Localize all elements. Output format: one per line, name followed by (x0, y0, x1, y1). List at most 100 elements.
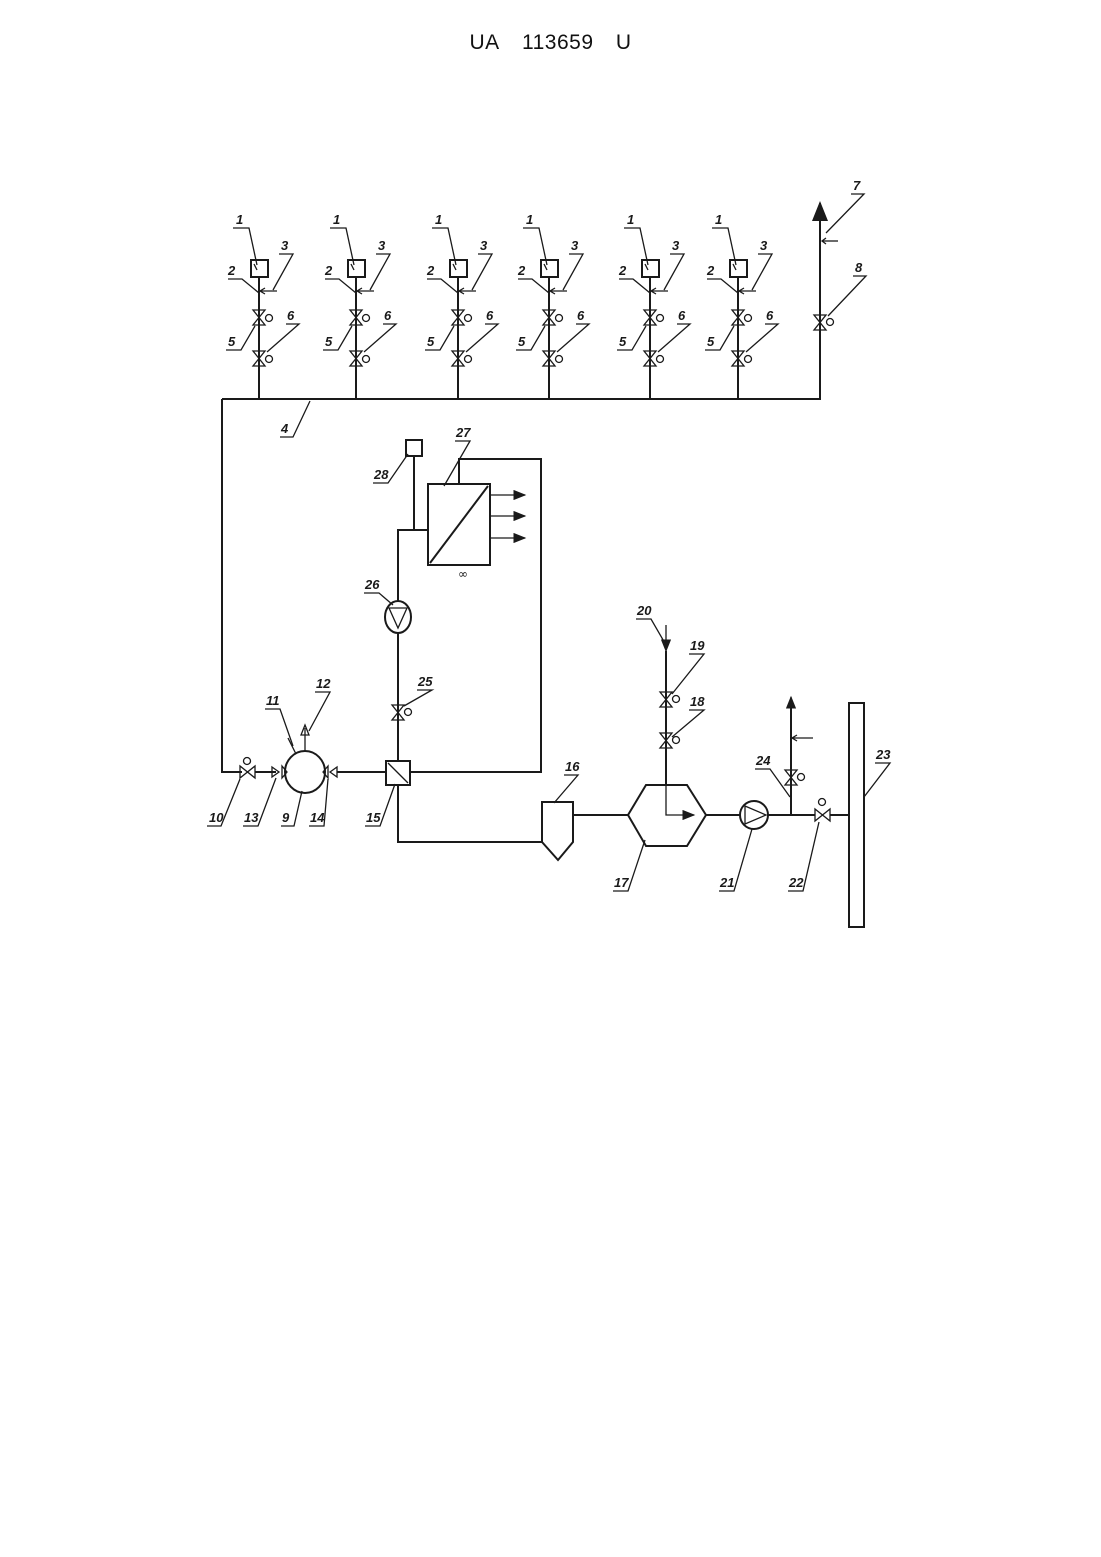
well-group-5: 12356 (617, 212, 690, 399)
label-20-text: 20 (636, 603, 652, 618)
check-valve-14 (330, 767, 337, 777)
label-2-w1-text: 2 (227, 263, 236, 278)
label-12-text: 12 (316, 676, 331, 691)
label-5-w6: 5 (705, 326, 734, 350)
label-4: 4 (280, 401, 310, 437)
label-26-text: 26 (364, 577, 380, 592)
label-14: 14 (309, 779, 328, 826)
feed-pump (385, 601, 411, 633)
label-4-text: 4 (280, 421, 289, 436)
label-1-w1-text: 1 (236, 212, 243, 227)
pipe-to-separator-27 (398, 530, 428, 601)
label-5-w6-text: 5 (707, 334, 715, 349)
collector-pipe (222, 203, 838, 772)
label-6-w2-text: 6 (384, 308, 392, 323)
label-17-text: 17 (614, 875, 629, 890)
label-2-w6-text: 2 (706, 263, 715, 278)
well-group-4: 1 2 3 5 6 (516, 212, 589, 399)
label-3-w6-text: 3 (760, 238, 768, 253)
label-2-w4-text: 2 (517, 263, 526, 278)
label-26: 26 (364, 577, 393, 605)
well-group-6: 12356 (705, 212, 778, 399)
label-25: 25 (404, 674, 433, 706)
label-6-w1-text: 6 (287, 308, 295, 323)
label-3-w4-text: 3 (571, 238, 579, 253)
label-14-text: 14 (310, 810, 325, 825)
label-28: 28 (373, 454, 408, 483)
label-19: 19 (672, 638, 705, 694)
label-1-w4-text: 1 (526, 212, 533, 227)
label-15: 15 (365, 784, 395, 826)
label-6-w4-text: 6 (577, 308, 585, 323)
label-25-text: 25 (417, 674, 433, 689)
label-1-w2: 1 (330, 212, 354, 265)
label-6-w6: 6 (746, 308, 778, 352)
label-6-w5: 6 (658, 308, 690, 352)
label-3-w1: 3 (273, 238, 293, 290)
label-5-w1-text: 5 (228, 334, 236, 349)
well-group-3: 12356 (425, 212, 498, 399)
label-16-text: 16 (565, 759, 580, 774)
label-6-w5-text: 6 (678, 308, 686, 323)
label-3-w3-text: 3 (480, 238, 488, 253)
mixing-unit (628, 785, 706, 846)
wellhead-sensor (730, 260, 747, 277)
label-5-w3-text: 5 (427, 334, 435, 349)
wellhead-sensor (450, 260, 467, 277)
label-3-w1-text: 3 (281, 238, 289, 253)
label-1-w3-text: 1 (435, 212, 442, 227)
label-6-w4: 6 (557, 308, 589, 352)
label-5-w4-text: 5 (518, 334, 526, 349)
label-18: 18 (672, 694, 705, 737)
label-3-w3: 3 (472, 238, 492, 290)
label-20: 20 (636, 603, 666, 645)
label-6-w2: 6 (364, 308, 396, 352)
label-21-text: 21 (719, 875, 734, 890)
injection-well (849, 703, 864, 927)
inlet-valve (240, 758, 255, 779)
wellhead-sensor (642, 260, 659, 277)
label-1-w2-text: 1 (333, 212, 340, 227)
valve-22 (815, 799, 830, 822)
label-22: 22 (788, 822, 819, 891)
label-3-w2-text: 3 (378, 238, 386, 253)
label-6-w1: 6 (267, 308, 299, 352)
label-5-w2-text: 5 (325, 334, 333, 349)
well-inflow-arrow (357, 288, 374, 294)
well-inflow-arrow (739, 288, 756, 294)
return-loop (410, 459, 541, 772)
label-3-w6: 3 (752, 238, 772, 290)
label-15-text: 15 (366, 810, 381, 825)
well-inflow-arrow (651, 288, 668, 294)
injection-pump (740, 801, 768, 829)
label-6-w6-text: 6 (766, 308, 774, 323)
label-3-w5: 3 (664, 238, 684, 290)
label-11-text: 11 (266, 693, 280, 708)
well-inflow-arrow (550, 288, 567, 294)
svg-text:∞: ∞ (458, 567, 468, 581)
label-6-w3: 6 (466, 308, 498, 352)
label-10-text: 10 (209, 810, 224, 825)
label-7-text: 7 (853, 178, 861, 193)
label-2-w5-text: 2 (618, 263, 627, 278)
label-17: 17 (613, 840, 645, 891)
label-18-text: 18 (690, 694, 705, 709)
settling-tank (542, 802, 573, 860)
label-1-w3: 1 (432, 212, 456, 265)
label-22-text: 22 (788, 875, 804, 890)
label-27: 27 (444, 425, 471, 486)
label-3-w2: 3 (370, 238, 390, 290)
well-group-2: 12356 (323, 212, 396, 399)
label-11: 11 (265, 693, 293, 746)
label-5-w2: 5 (323, 326, 352, 350)
label-1-w4: 1 (523, 212, 547, 265)
label-12: 12 (309, 676, 331, 731)
vent-valve (814, 315, 834, 330)
label-13: 13 (243, 778, 276, 826)
membrane-separator: ∞ (428, 484, 525, 581)
valve-24 (785, 770, 805, 785)
label-8-text: 8 (855, 260, 863, 275)
label-19-text: 19 (690, 638, 705, 653)
